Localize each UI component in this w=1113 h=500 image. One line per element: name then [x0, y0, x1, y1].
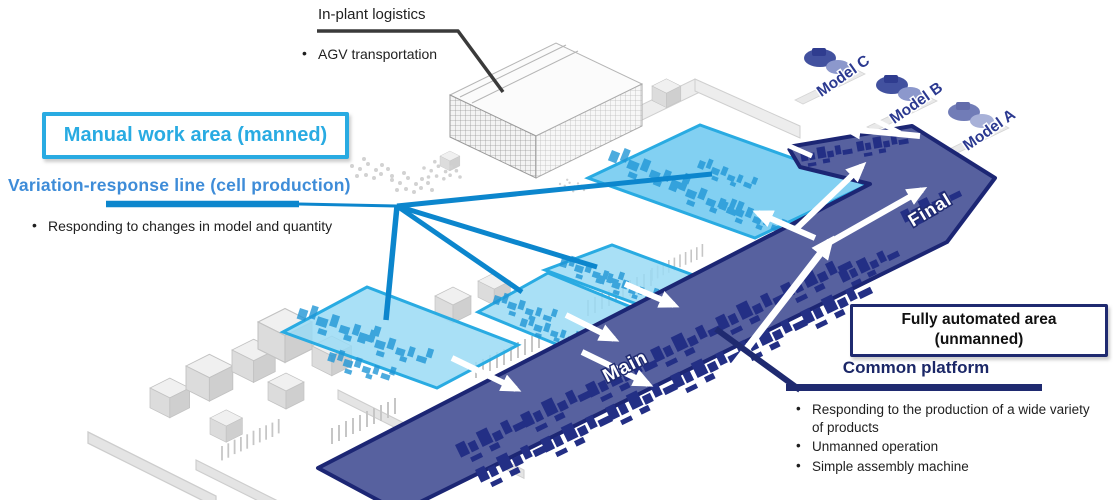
outfeed-arrow	[840, 121, 921, 140]
fully-automated-area-box: Fully automated area (unmanned)	[850, 304, 1108, 357]
common-platform-title: Common platform	[842, 358, 990, 377]
common-platform-underline-bar	[786, 384, 1042, 391]
cell-to-line-arrow	[623, 281, 680, 308]
gray-wall	[694, 78, 801, 139]
roof-ridge-line	[471, 50, 579, 104]
variation-connector	[298, 202, 398, 208]
main-flow-arrow	[629, 235, 835, 500]
flow-arrows	[450, 110, 928, 500]
ray-to-final-assembly	[396, 171, 713, 209]
in-plant-logistics-title: In-plant logistics	[318, 6, 426, 23]
roof-ridge-line	[459, 44, 567, 98]
warehouse-building	[448, 42, 644, 179]
fully-automated-area-line1: Fully automated area	[901, 311, 1057, 328]
variation-bullets: Responding to changes in model and quant…	[27, 217, 332, 236]
variation-callout-rays	[106, 171, 713, 321]
common-platform-bullets: Responding to the production of a wide v…	[791, 400, 1095, 477]
model-exit-arrow	[856, 110, 902, 136]
cell-to-line-arrow	[580, 349, 654, 387]
in-plant-bullets: AGV transportation	[297, 45, 437, 64]
common-platform-callout	[714, 326, 1042, 393]
variation-response-line-title: Variation-response line (cell production…	[8, 175, 351, 195]
turn-arrow	[794, 161, 867, 231]
gray-machine-box	[267, 372, 305, 410]
ray-to-right-cell	[396, 203, 598, 270]
gray-machine-box	[185, 353, 234, 402]
line-to-final-area-arrow	[752, 210, 817, 241]
cell-to-line-arrow	[450, 355, 522, 392]
common-platform-callout-line	[714, 326, 802, 393]
gray-machine-box	[149, 377, 190, 419]
gray-texture	[390, 171, 434, 194]
bullet-item: Responding to the production of a wide v…	[791, 400, 1095, 436]
in-plant-callout-line	[317, 29, 505, 94]
bullet-item: Unmanned operation	[791, 437, 1095, 456]
ray-to-middle-cell	[395, 203, 524, 295]
bullet-item: Responding to changes in model and quant…	[27, 217, 332, 234]
gray-texture	[350, 157, 394, 180]
cell-to-line-arrow	[564, 312, 620, 342]
warehouse-rack-face-right	[535, 83, 643, 179]
final-section-arrow	[816, 187, 928, 252]
model-exit-arrow	[773, 138, 814, 159]
ray-to-left-cell	[383, 205, 400, 321]
gray-machine-box	[209, 409, 243, 443]
fully-automated-area-line2: (unmanned)	[934, 331, 1024, 349]
bullet-item: AGV transportation	[297, 45, 437, 62]
manual-work-area-box: Manual work area (manned)	[42, 112, 349, 159]
bullet-item: Simple assembly machine	[791, 457, 1095, 476]
